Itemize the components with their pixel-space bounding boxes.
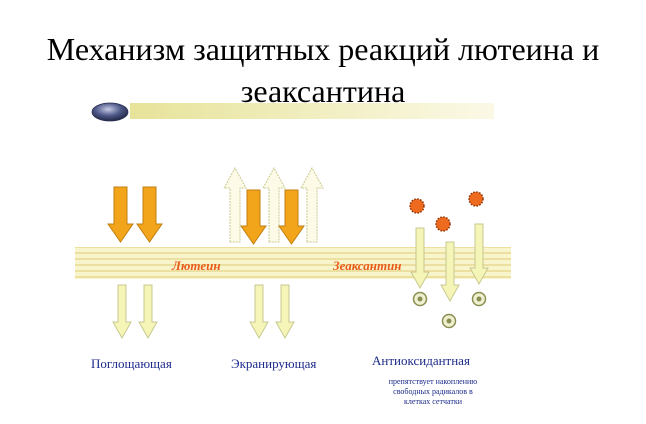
down-arrow-icon — [278, 189, 305, 245]
free-radicals — [409, 191, 484, 232]
ring-neutralized-icon — [412, 291, 428, 307]
spiky-radical-icon — [409, 198, 425, 214]
absorbing-incoming-arrows — [107, 186, 163, 243]
up-arrow-icon — [223, 166, 247, 243]
spiky-radical-icon — [468, 191, 484, 207]
ring-neutralized-icon — [441, 313, 457, 329]
caption-screening: Экранирующая — [231, 356, 317, 371]
up-arrow-icon — [262, 166, 286, 243]
down-arrow-icon — [469, 223, 489, 286]
screening-incoming-arrows — [240, 189, 305, 245]
down-arrow-icon — [410, 227, 430, 290]
membrane-label-zeaxanthin: Зеаксантин — [332, 258, 402, 273]
title-underline-bar — [130, 103, 494, 119]
caption-absorbing: Поглощающая — [91, 356, 172, 371]
down-arrow-icon — [275, 284, 295, 340]
title-line-1: Механизм защитных реакций лютеина и — [46, 31, 600, 67]
down-arrow-icon — [107, 186, 134, 243]
screening-outgoing-arrows — [249, 284, 295, 340]
down-arrow-icon — [440, 241, 460, 303]
dark-gradient-sphere-icon — [91, 102, 129, 122]
screening-reflected-arrows — [223, 166, 324, 243]
spiky-radical-icon — [435, 216, 451, 232]
membrane-label-lutein: Лютеин — [171, 258, 221, 273]
page-title: Механизм защитных реакций лютеина и зеак… — [0, 28, 646, 112]
down-arrow-icon — [249, 284, 269, 340]
down-arrow-icon — [138, 284, 158, 340]
down-arrow-icon — [136, 186, 163, 243]
down-arrow-icon — [240, 189, 267, 245]
note-line-3: клетках сетчатки — [404, 397, 462, 406]
ring-neutralized-icon — [471, 291, 487, 307]
neutralized-molecules — [412, 291, 487, 329]
note-line-1: препятствует накоплению — [388, 377, 478, 386]
down-arrow-icon — [112, 284, 132, 340]
note-line-2: свободных радикалов в — [393, 387, 473, 396]
caption-antioxidant-note: препятствует накоплению свободных радика… — [358, 377, 508, 407]
membrane-band — [75, 247, 511, 279]
absorbing-outgoing-arrows — [112, 284, 158, 340]
caption-antioxidant: Антиоксидантная — [372, 353, 470, 368]
up-arrow-icon — [300, 166, 324, 243]
antioxidant-arrows — [410, 223, 489, 303]
